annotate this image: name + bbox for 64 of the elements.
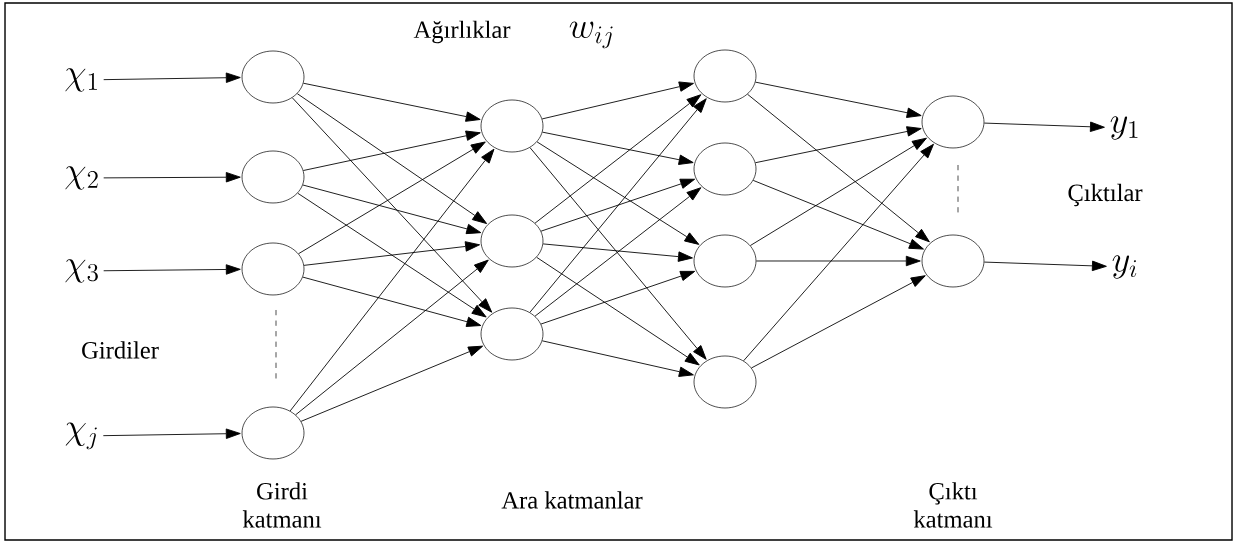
arrow	[529, 147, 707, 360]
text-label: Ara katmanlar	[501, 491, 643, 509]
text-label: Girdi katmanı	[242, 482, 322, 528]
math-label: $\chi_{j}$	[65, 422, 97, 450]
arrow	[542, 131, 694, 165]
neuron-circle	[241, 406, 305, 460]
arrow	[541, 340, 694, 377]
arrow	[529, 98, 707, 313]
arrow	[536, 256, 700, 366]
arrow	[541, 81, 694, 120]
neuron-circle	[693, 49, 757, 103]
arrow	[302, 184, 482, 235]
arrow	[540, 178, 696, 232]
arrow	[297, 192, 487, 318]
arrow	[749, 137, 927, 246]
arrow	[303, 241, 480, 266]
math-label: $\chi_{3}$	[65, 259, 98, 283]
arrow	[752, 179, 924, 250]
arrow	[103, 172, 241, 183]
arrow	[289, 148, 495, 412]
arrow	[751, 275, 926, 369]
arrow	[302, 276, 482, 327]
arrow	[536, 141, 700, 245]
math-label: $w_{ij}$	[569, 21, 613, 49]
arrow	[103, 264, 241, 275]
arrow	[542, 243, 693, 262]
arrow	[296, 93, 487, 224]
text-label: Ağırlıklar	[413, 20, 511, 44]
arrow	[103, 72, 241, 83]
math-label: $\chi_{2}$	[65, 166, 98, 190]
neuron-circle	[921, 234, 985, 288]
arrow	[300, 345, 484, 422]
neuron-circle	[693, 142, 757, 196]
text-label: Girdiler	[82, 341, 159, 359]
arrow	[983, 260, 1107, 272]
math-label: $\chi_{1}$	[65, 68, 97, 92]
text-label: Çıktı katmanı	[913, 482, 993, 528]
arrow	[983, 121, 1105, 132]
arrow	[303, 82, 481, 122]
arrow	[302, 130, 481, 171]
arrow	[534, 94, 702, 224]
neuron-circle	[241, 242, 305, 296]
neuron-circle	[241, 50, 305, 104]
arrow	[540, 270, 696, 325]
text-label: Çıktılar	[1068, 183, 1143, 207]
arrow	[743, 143, 934, 362]
neuron-circle	[241, 150, 305, 204]
arrow	[755, 126, 922, 164]
arrow	[295, 259, 489, 416]
arrow	[534, 187, 702, 317]
math-label: $y_{i}$	[1112, 255, 1137, 279]
neuron-circle	[693, 355, 757, 409]
math-label: $y_{1}$	[1110, 116, 1138, 140]
neuron-circle	[480, 99, 544, 153]
neuron-circle	[480, 307, 544, 361]
arrow	[755, 81, 922, 118]
arrow	[298, 141, 486, 255]
neuron-circle	[693, 234, 757, 288]
arrow	[755, 255, 921, 267]
neuron-circle	[480, 214, 544, 268]
arrow	[291, 97, 493, 313]
neuron-circle	[921, 95, 985, 149]
arrow	[747, 93, 930, 243]
arrow	[102, 428, 241, 439]
